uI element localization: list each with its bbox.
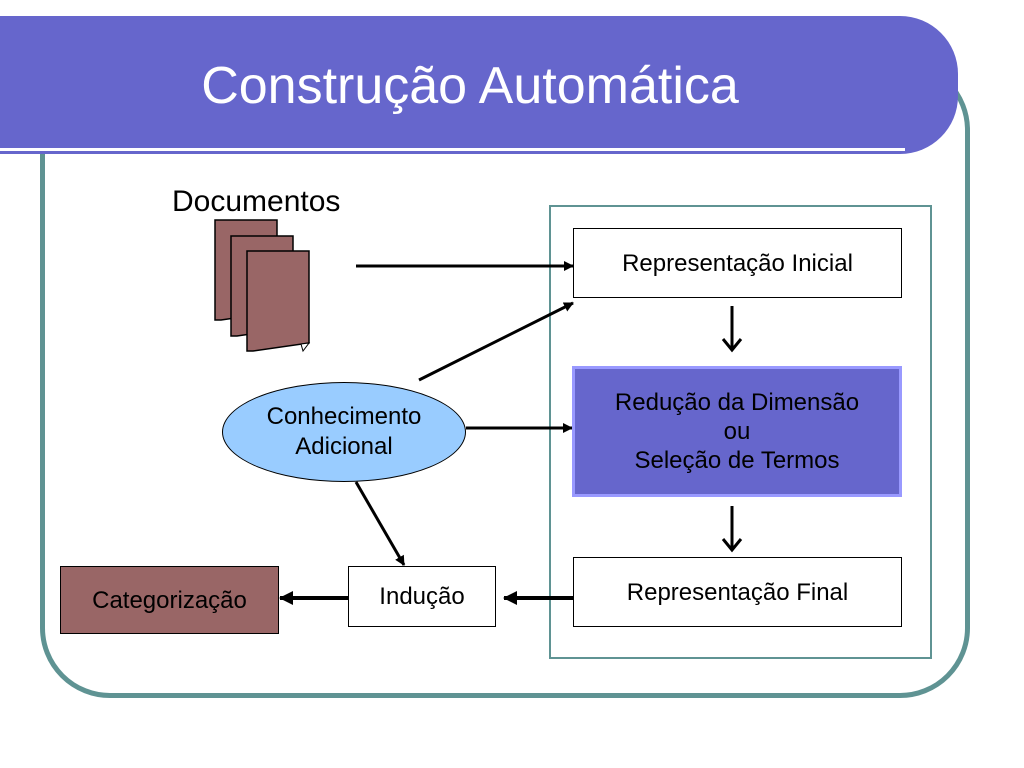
title-bar: Construção Automática [0,16,958,154]
node-categorizacao-label: Categorização [92,586,247,614]
node-inducao-label: Indução [379,583,465,610]
pipeline-group-box [549,205,932,659]
node-categorizacao: Categorização [60,566,279,634]
node-representacao-final: Representação Final [573,557,902,627]
arrow-conhecimento-to-rep-inicial [418,301,574,382]
slide-title: Construção Automática [201,57,739,115]
node-inducao: Indução [348,566,496,627]
arrow-conhecimento-to-inducao [354,481,406,566]
arrowhead-down-2 [721,538,743,553]
title-underline [0,148,905,151]
node-representacao-inicial-label: Representação Inicial [622,249,853,277]
arrowhead-down-1 [721,338,743,353]
node-conhecimento-adicional-label: Conhecimento Adicional [266,403,422,460]
stacked-documents-icon [214,219,311,353]
node-conhecimento-adicional: Conhecimento Adicional [222,382,466,482]
documents-label: Documentos [172,185,341,218]
node-representacao-inicial: Representação Inicial [573,228,902,298]
node-reducao-dimensao-label: Redução da Dimensão ou Seleção de Termos [614,389,860,474]
node-representacao-final-label: Representação Final [626,578,849,606]
node-reducao-dimensao: Redução da Dimensão ou Seleção de Termos [572,366,902,497]
